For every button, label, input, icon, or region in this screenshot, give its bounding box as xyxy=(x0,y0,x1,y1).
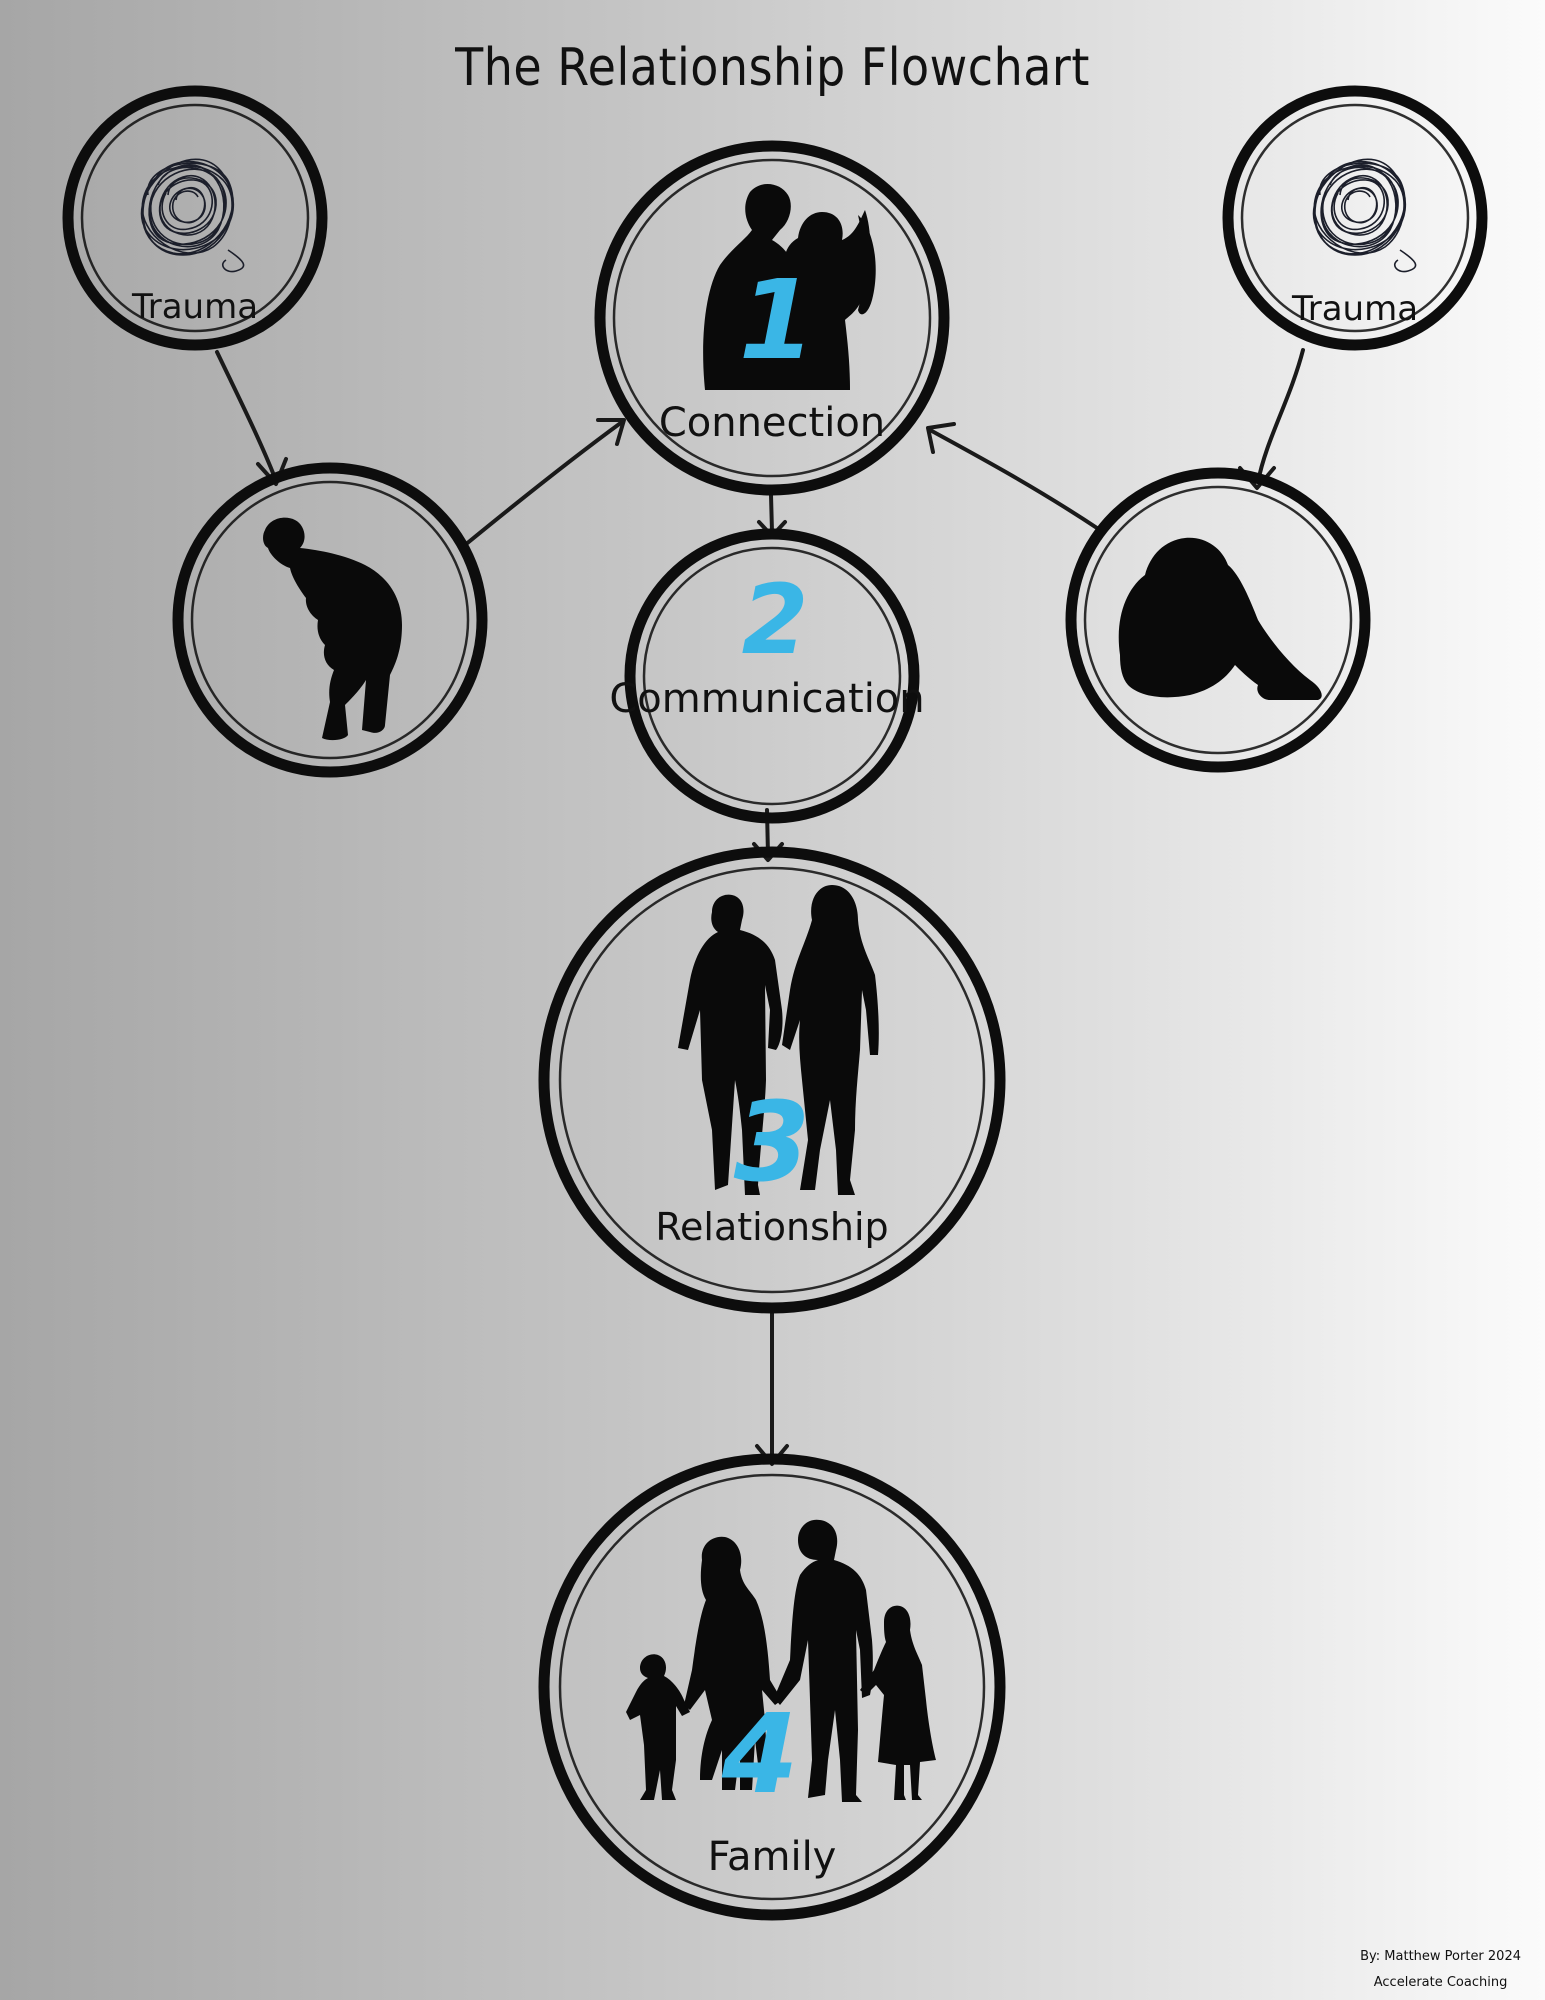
node-hurt-left xyxy=(172,462,488,778)
step-number: 2 xyxy=(742,564,809,676)
node-relationship: 3 Relationship xyxy=(538,846,1006,1314)
page-title: The Relationship Flowchart xyxy=(455,36,1090,98)
credit-author: By: Matthew Porter 2024 xyxy=(1360,1949,1521,1964)
sitting-head-down-person-icon xyxy=(1118,537,1322,700)
node-label: Relationship xyxy=(655,1205,888,1249)
step-number: 4 xyxy=(721,1690,799,1818)
edge-hurt-left-to-connection xyxy=(463,420,624,547)
couple-embrace-icon xyxy=(703,184,876,390)
node-ring-inner xyxy=(80,103,310,333)
node-ring-inner xyxy=(642,546,902,806)
family-icon xyxy=(626,1519,936,1802)
node-label: Connection xyxy=(659,400,885,446)
arrowhead xyxy=(926,422,956,454)
node-label: Communication xyxy=(609,676,924,722)
node-ring-inner xyxy=(1083,485,1353,755)
arrowhead xyxy=(596,418,626,446)
node-family: 4 Family xyxy=(538,1453,1006,1921)
node-communication: 2 Communication xyxy=(609,528,925,824)
node-ring xyxy=(172,462,488,778)
edge-hurt-right-to-connection xyxy=(928,428,1102,532)
step-number: 3 xyxy=(734,1078,811,1206)
node-trauma-left: Trauma xyxy=(62,85,328,351)
node-ring-inner xyxy=(558,866,986,1294)
edge-trauma-left-to-hurt-left xyxy=(215,350,277,480)
node-ring xyxy=(624,528,920,824)
node-ring xyxy=(594,140,950,496)
scribble-icon xyxy=(140,158,245,273)
node-label: Trauma xyxy=(131,287,258,327)
couple-holding-hands-icon xyxy=(678,885,879,1195)
node-label: Family xyxy=(708,1834,837,1880)
node-ring-inner xyxy=(1240,103,1470,333)
bent-over-person-icon xyxy=(263,517,402,741)
node-connection: 1 Connection xyxy=(594,140,950,496)
credit-organization: Accelerate Coaching xyxy=(1373,1975,1508,1990)
node-label: Trauma xyxy=(1291,289,1418,329)
step-number: 1 xyxy=(739,256,816,384)
edge-connection-to-communication xyxy=(769,493,774,534)
node-ring xyxy=(538,846,1006,1314)
node-ring-inner xyxy=(612,158,932,478)
node-ring xyxy=(1065,467,1371,773)
node-hurt-right xyxy=(1065,467,1371,773)
node-ring xyxy=(1222,85,1488,351)
edges xyxy=(215,348,1305,1466)
scribble-icon xyxy=(1312,158,1417,273)
credit: By: Matthew Porter 2024 Accelerate Coach… xyxy=(1360,1944,1521,1996)
edge-trauma-right-to-hurt-right xyxy=(1256,348,1305,484)
node-ring xyxy=(538,1453,1006,1921)
arrowhead xyxy=(256,457,288,486)
node-ring-inner xyxy=(190,480,470,760)
node-ring-inner xyxy=(558,1473,986,1901)
node-trauma-right: Trauma xyxy=(1222,85,1488,351)
node-ring xyxy=(62,85,328,351)
